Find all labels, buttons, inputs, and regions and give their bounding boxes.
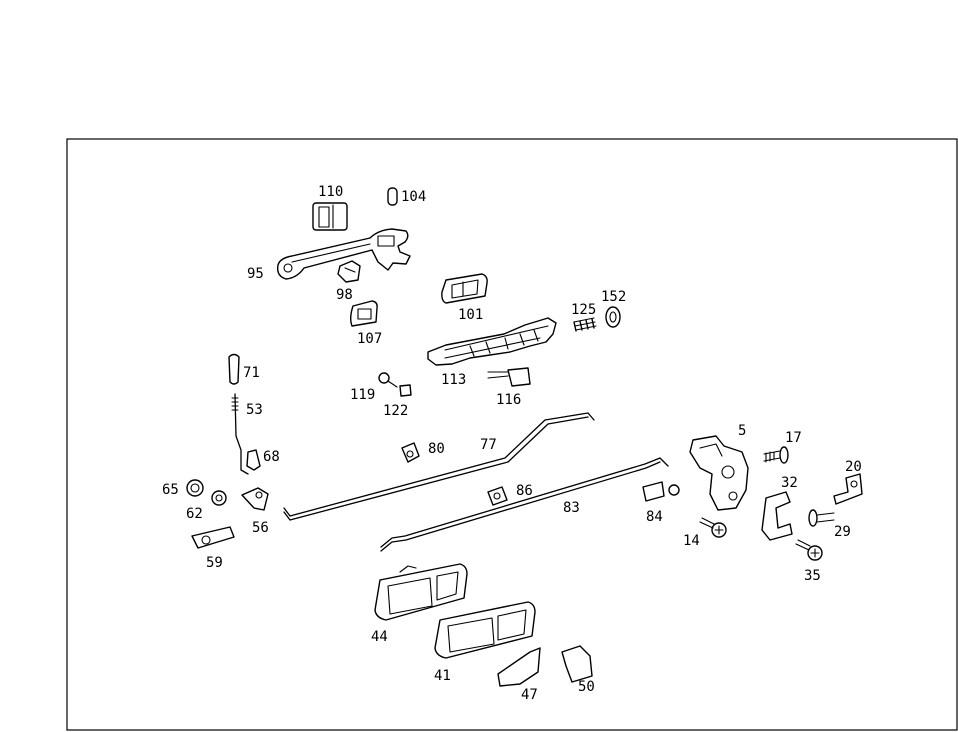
callout-59: 59 xyxy=(206,555,223,571)
part-20-striker-bracket xyxy=(833,473,863,505)
part-65-washer xyxy=(186,479,204,497)
part-113-handle-carrier xyxy=(427,317,557,366)
callout-53: 53 xyxy=(246,402,263,418)
callout-14: 14 xyxy=(683,533,700,549)
part-41-inner-handle-bezel xyxy=(434,601,536,659)
callout-110: 110 xyxy=(318,184,343,200)
callout-35: 35 xyxy=(804,568,821,584)
part-47-cover xyxy=(497,647,541,687)
callout-152: 152 xyxy=(601,289,626,305)
part-122-bolt xyxy=(399,384,412,397)
diagram-frame xyxy=(66,138,958,731)
part-44-inner-handle-bezel xyxy=(374,563,468,621)
callout-20: 20 xyxy=(845,459,862,475)
part-101-gasket xyxy=(441,273,488,304)
callout-62: 62 xyxy=(186,506,203,522)
callout-104: 104 xyxy=(401,189,426,205)
part-152-washer xyxy=(605,306,621,328)
part-14-screw xyxy=(699,517,727,538)
callout-101: 101 xyxy=(458,307,483,323)
part-119-screw xyxy=(378,372,398,388)
part-98-bracket xyxy=(337,260,361,283)
part-29-screw xyxy=(808,509,835,527)
part-84-clip xyxy=(642,481,680,502)
callout-98: 98 xyxy=(336,287,353,303)
part-86-clip xyxy=(487,486,508,506)
callout-95: 95 xyxy=(247,266,264,282)
callout-68: 68 xyxy=(263,449,280,465)
callout-29: 29 xyxy=(834,524,851,540)
callout-119: 119 xyxy=(350,387,375,403)
part-83-rod xyxy=(380,457,669,552)
callout-65: 65 xyxy=(162,482,179,498)
part-53-lock-rod xyxy=(231,393,249,475)
callout-41: 41 xyxy=(434,668,451,684)
part-35-screw xyxy=(795,539,823,561)
part-80-clip xyxy=(401,442,420,463)
callout-116: 116 xyxy=(496,392,521,408)
part-68-clip xyxy=(246,449,261,471)
callout-71: 71 xyxy=(243,365,260,381)
callout-50: 50 xyxy=(578,679,595,695)
callout-125: 125 xyxy=(571,302,596,318)
callout-80: 80 xyxy=(428,441,445,457)
part-125-spring xyxy=(573,317,597,332)
callout-107: 107 xyxy=(357,331,382,347)
callout-5: 5 xyxy=(738,423,746,439)
part-50-cover xyxy=(561,645,593,683)
callout-86: 86 xyxy=(516,483,533,499)
callout-56: 56 xyxy=(252,520,269,536)
part-104-clip xyxy=(387,187,398,206)
part-62-grommet xyxy=(211,490,227,506)
part-56-lever xyxy=(241,487,269,511)
callout-47: 47 xyxy=(521,687,538,703)
callout-32: 32 xyxy=(781,475,798,491)
part-59-lock-cylinder xyxy=(191,526,235,549)
callout-44: 44 xyxy=(371,629,388,645)
part-116-linkage xyxy=(487,367,531,387)
part-95-outer-handle xyxy=(276,228,411,280)
callout-122: 122 xyxy=(383,403,408,419)
part-107-gasket xyxy=(350,300,378,327)
callout-84: 84 xyxy=(646,509,663,525)
callout-113: 113 xyxy=(441,372,466,388)
callout-83: 83 xyxy=(563,500,580,516)
part-32-striker xyxy=(761,491,793,541)
part-77-rod xyxy=(283,412,595,521)
part-17-screw xyxy=(763,446,789,464)
part-110-handle-cap xyxy=(312,202,348,231)
part-71-lock-knob xyxy=(228,353,240,385)
part-5-door-latch xyxy=(689,435,749,511)
callout-77: 77 xyxy=(480,437,497,453)
callout-17: 17 xyxy=(785,430,802,446)
